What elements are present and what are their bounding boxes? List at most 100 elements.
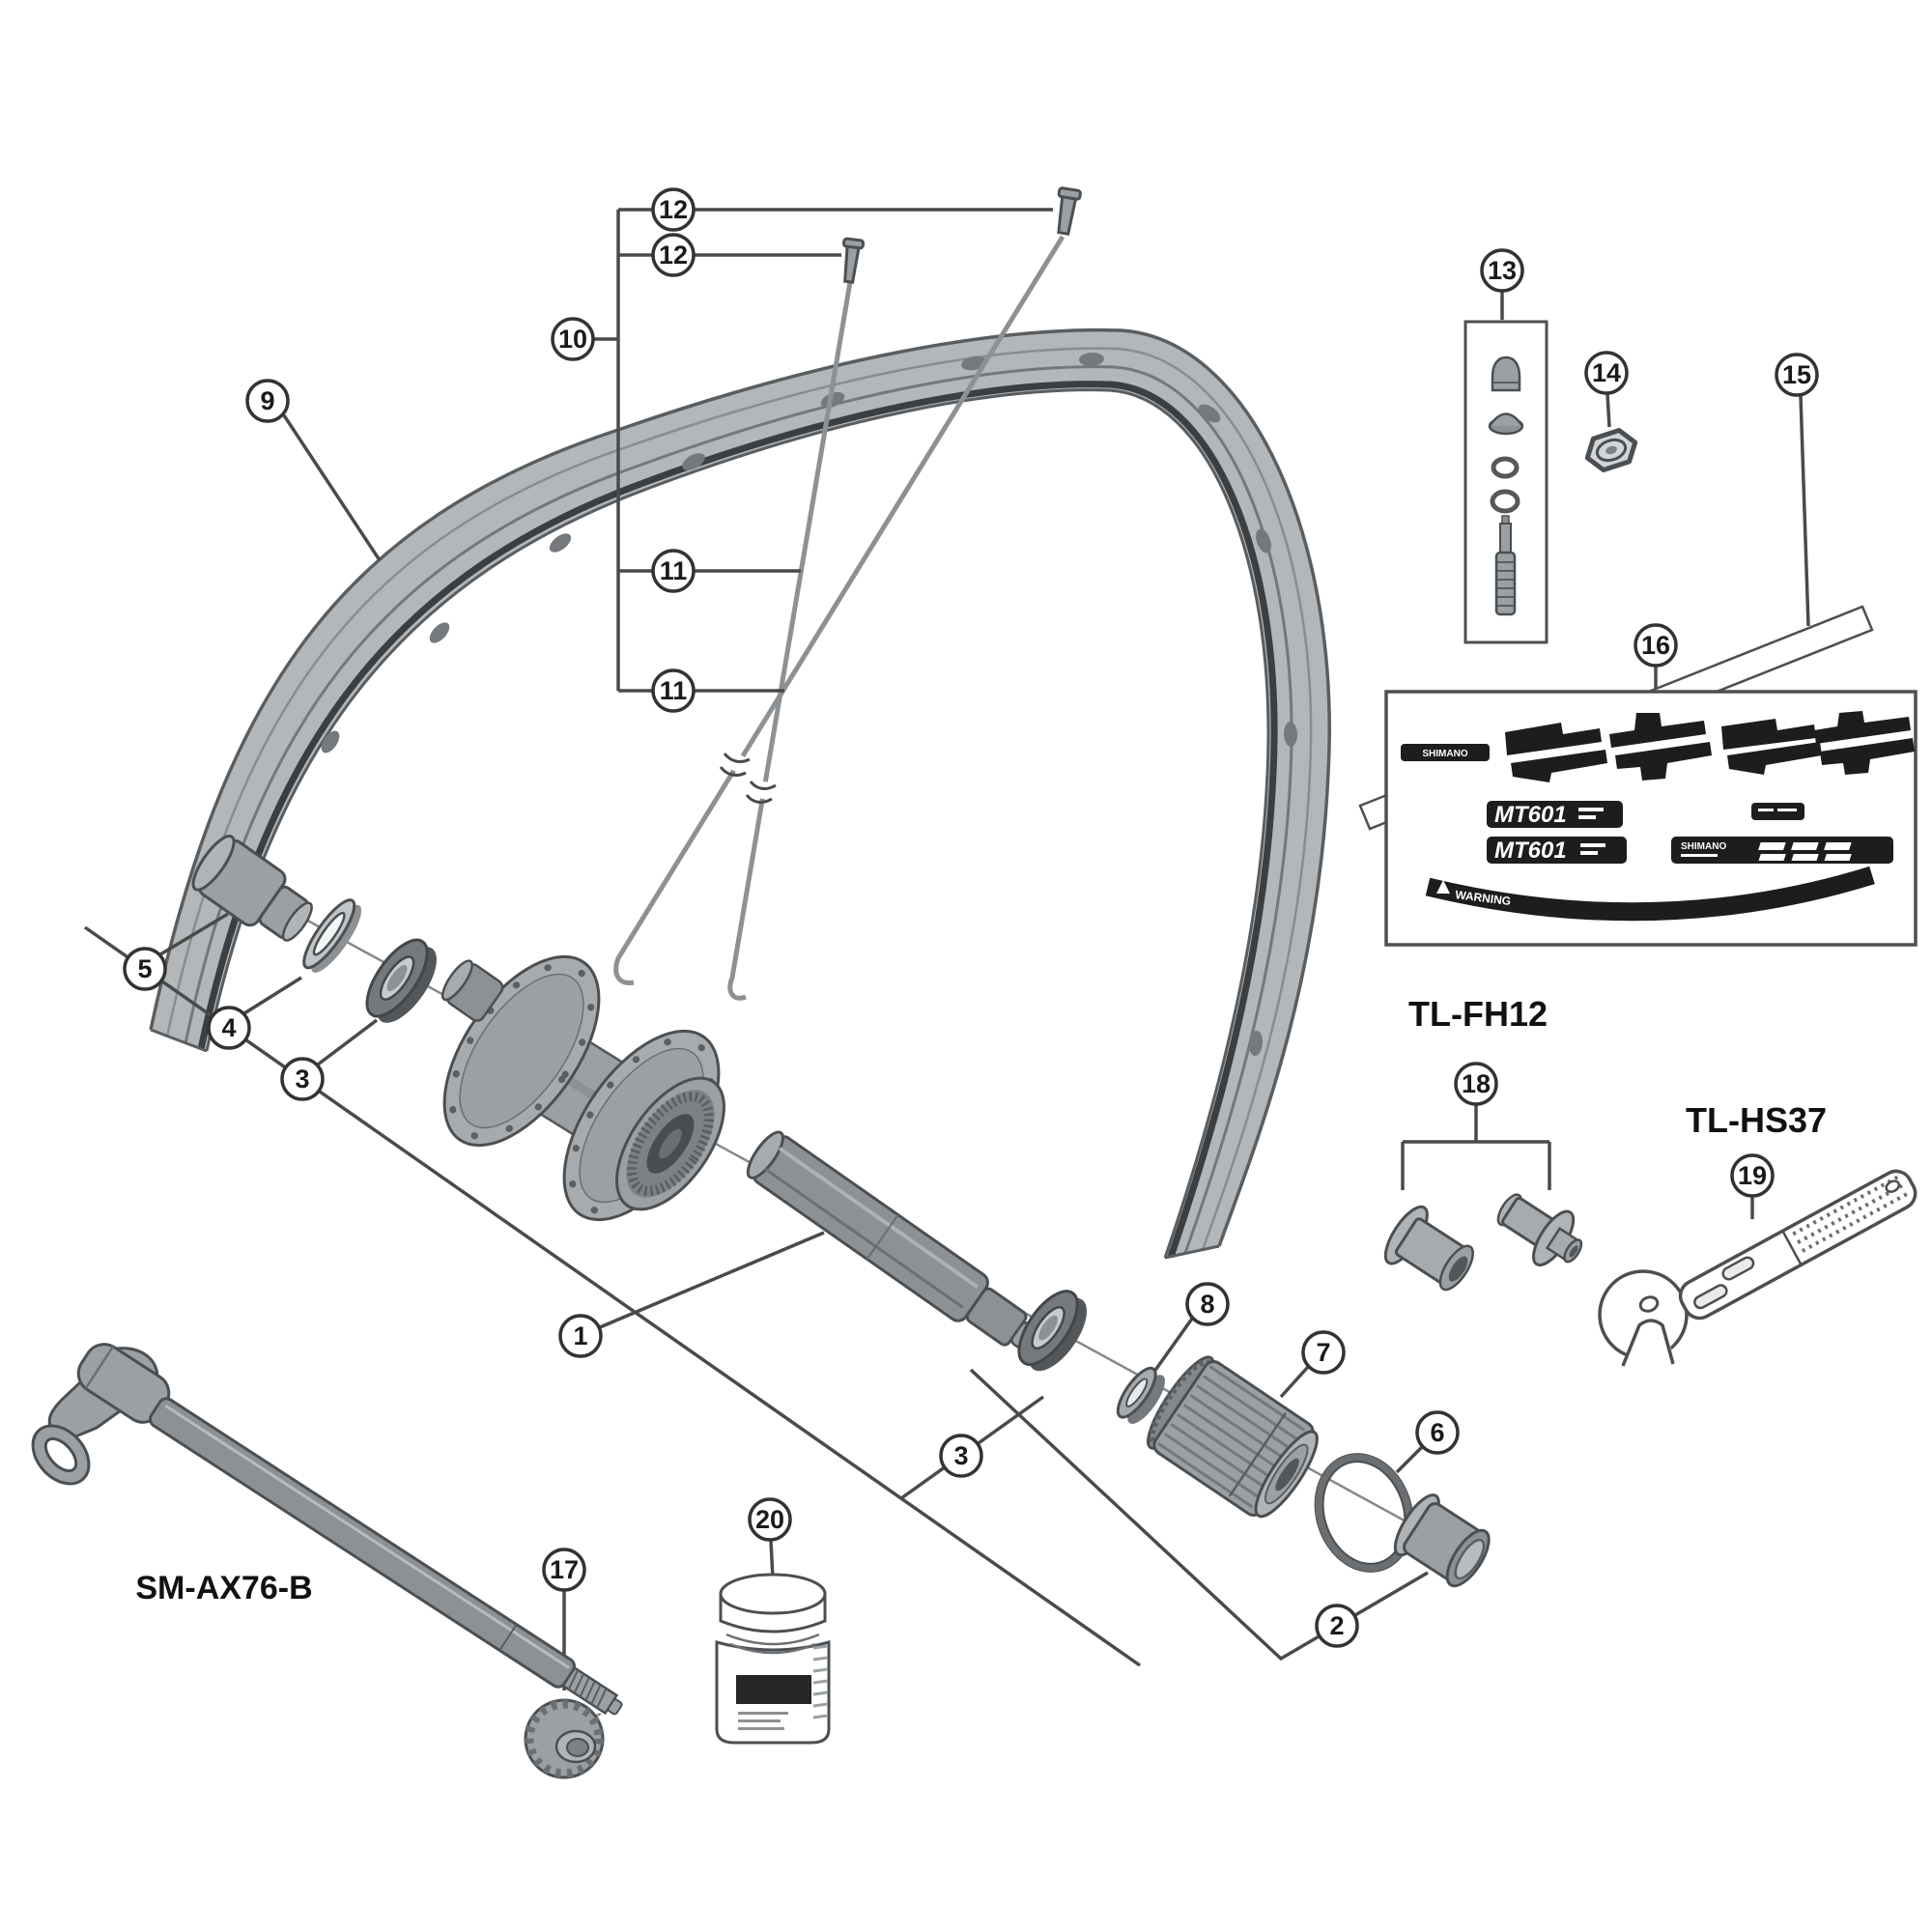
callout-3: 3 — [280, 1057, 325, 1101]
svg-text:13: 13 — [1488, 256, 1517, 285]
rim-spoke-holes — [235, 352, 1298, 1056]
svg-text:5: 5 — [137, 954, 152, 983]
svg-text:10: 10 — [558, 325, 587, 354]
svg-text:16: 16 — [1641, 631, 1670, 660]
freehub-body — [1147, 1355, 1319, 1519]
bearing-left — [365, 938, 437, 1023]
axle-lever-loop — [31, 1424, 91, 1486]
decal-cluster — [1609, 713, 1712, 781]
decal-cluster — [1814, 711, 1915, 775]
small-decal — [1751, 803, 1804, 820]
valve-nut — [1584, 428, 1638, 472]
valve-o-ring — [1491, 456, 1520, 479]
axle — [746, 1130, 1037, 1350]
callout-13: 13 — [1480, 248, 1524, 293]
rim-model-decal: MT601 — [1487, 837, 1627, 864]
valve-stem — [1494, 515, 1517, 616]
bearing-right — [1017, 1290, 1088, 1372]
label-sm-ax76-b: SM-AX76-B — [135, 1570, 312, 1606]
washer — [302, 898, 362, 973]
end-cap-left — [191, 835, 313, 942]
svg-text:18: 18 — [1462, 1069, 1491, 1098]
callout-1: 1 — [558, 1314, 603, 1358]
warning-decal: WARNING — [1425, 866, 1875, 931]
spoke-nipple — [1057, 186, 1082, 236]
svg-text:19: 19 — [1738, 1161, 1767, 1190]
spacer — [1116, 1366, 1165, 1424]
axle-end-nut — [524, 1698, 605, 1779]
callout-9: 9 — [245, 379, 290, 423]
sticker-sheet: SHIMANO MT601 MT601 — [1384, 690, 1918, 947]
callout-16: 16 — [1634, 623, 1678, 668]
callout-19: 19 — [1730, 1153, 1775, 1198]
decal-cluster — [1721, 719, 1822, 775]
svg-text:6: 6 — [1430, 1418, 1444, 1447]
valve-cap — [1491, 355, 1521, 392]
svg-text:17: 17 — [550, 1555, 579, 1584]
valve-o-ring — [1490, 489, 1520, 514]
hub-shell — [440, 954, 725, 1222]
thru-axle — [31, 1343, 623, 1716]
svg-text:7: 7 — [1316, 1338, 1330, 1367]
svg-text:11: 11 — [660, 676, 688, 705]
lockring-adapter-left — [1383, 1205, 1474, 1292]
callout-10: 10 — [551, 317, 595, 361]
svg-text:15: 15 — [1782, 360, 1811, 389]
callout-3: 3 — [939, 1434, 983, 1478]
svg-text:20: 20 — [755, 1505, 784, 1534]
svg-text:12: 12 — [659, 241, 688, 270]
callout-17: 17 — [542, 1548, 586, 1592]
callout-18: 18 — [1454, 1062, 1498, 1106]
callouts: 12 12 10 11 11 9 13 14 15 16 5 4 3 1 3 — [123, 187, 1819, 1648]
label-tl-fh12: TL-FH12 — [1408, 994, 1548, 1034]
rim-model-decal: MT601 — [1487, 801, 1623, 828]
callout-6: 6 — [1415, 1410, 1460, 1455]
svg-text:MT601: MT601 — [1494, 838, 1567, 864]
hub-spline-bore — [615, 1076, 725, 1211]
grease-jar — [715, 1573, 831, 1745]
svg-text:2: 2 — [1329, 1611, 1344, 1640]
label-tl-hs37: TL-HS37 — [1686, 1100, 1827, 1140]
svg-text:3: 3 — [295, 1065, 309, 1094]
callout-20: 20 — [748, 1497, 792, 1542]
jar-label — [736, 1675, 811, 1704]
callout-5: 5 — [123, 947, 167, 991]
callout-4: 4 — [207, 1006, 251, 1050]
svg-text:1: 1 — [573, 1321, 587, 1350]
callout-14: 14 — [1584, 351, 1629, 395]
end-cap-right — [1393, 1493, 1491, 1588]
callout-12: 12 — [651, 233, 696, 277]
sticker-brand-small: SHIMANO — [1422, 749, 1467, 759]
svg-text:11: 11 — [660, 556, 688, 585]
hub-flange-left — [442, 954, 601, 1148]
hub-boss — [440, 959, 504, 1022]
callout-2: 2 — [1315, 1604, 1359, 1648]
callout-15: 15 — [1775, 353, 1819, 397]
spokes — [613, 235, 1065, 1001]
spoke-break-gap — [755, 781, 773, 799]
callout-7: 7 — [1301, 1330, 1346, 1375]
cone-wrench — [1598, 1169, 1918, 1368]
svg-text:12: 12 — [659, 195, 688, 224]
rim — [149, 327, 1331, 1260]
callout-11: 11 — [651, 668, 696, 713]
callout-8: 8 — [1185, 1282, 1230, 1326]
lockring-adapter-right — [1496, 1193, 1583, 1267]
valve-cone — [1488, 412, 1524, 436]
spoke-nipple — [841, 237, 866, 284]
svg-text:MT601: MT601 — [1494, 802, 1567, 828]
callout-12: 12 — [651, 187, 696, 232]
svg-text:8: 8 — [1200, 1290, 1214, 1319]
callout-lines — [83, 208, 1810, 1690]
svg-text:4: 4 — [221, 1013, 236, 1042]
valve-kit-box — [1463, 320, 1548, 644]
callout-11: 11 — [651, 549, 696, 593]
spoke-break-gap — [729, 754, 747, 772]
svg-text:9: 9 — [260, 386, 274, 415]
svg-text:SHIMANO: SHIMANO — [1681, 841, 1726, 852]
svg-text:3: 3 — [953, 1441, 968, 1470]
svg-text:14: 14 — [1592, 358, 1621, 387]
decal-cluster — [1505, 723, 1607, 782]
